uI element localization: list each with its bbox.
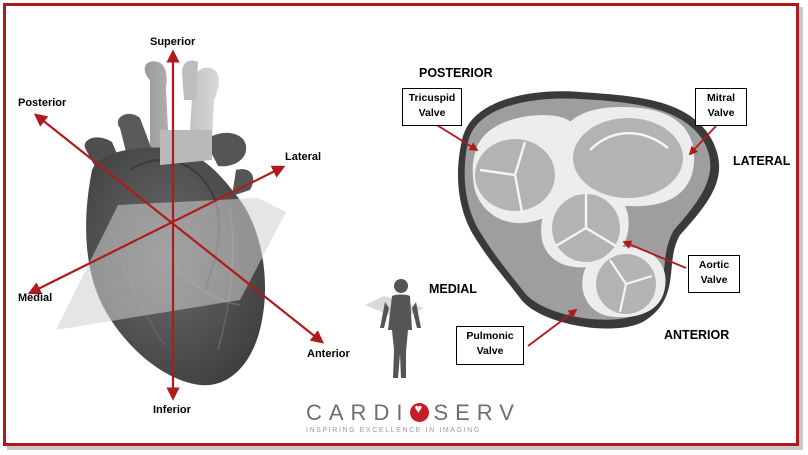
posterior-label: Posterior xyxy=(18,97,67,109)
superior-label: Superior xyxy=(150,36,196,48)
tricuspid-line-1: Tricuspid xyxy=(408,92,456,104)
cardioserv-logo: CARDI SERV xyxy=(306,400,521,426)
heart-logo-icon xyxy=(410,401,430,422)
orientation-axes xyxy=(27,49,325,401)
valve-cross-section xyxy=(458,91,720,329)
anterior-label: Anterior xyxy=(307,348,350,360)
mitral-line-1: Mitral xyxy=(706,92,735,104)
callout-connectors xyxy=(431,121,717,347)
valve-posterior-label: POSTERIOR xyxy=(419,66,493,80)
pulmonic-callout: Pulmonic Valve xyxy=(456,326,524,365)
valve-anterior-label: ANTERIOR xyxy=(664,328,730,342)
brand-name-left: CARDI xyxy=(306,400,410,425)
tricuspid-callout: Tricuspid Valve xyxy=(402,88,462,126)
pulmonic-line-1: Pulmonic xyxy=(466,330,514,342)
inferior-label: Inferior xyxy=(153,404,191,416)
brand-tagline: INSPIRING EXCELLENCE IN IMAGING xyxy=(306,427,481,434)
aortic-callout: Aortic Valve xyxy=(688,255,740,293)
pulmonic-line-2: Valve xyxy=(476,345,504,357)
mitral-callout: Mitral Valve xyxy=(695,88,747,126)
medial-label: Medial xyxy=(18,292,53,304)
valve-lateral-label: LATERAL xyxy=(733,154,791,168)
aortic-line-1: Aortic xyxy=(698,259,730,271)
human-figure-icon xyxy=(365,279,424,378)
aortic-line-2: Valve xyxy=(700,274,728,286)
mitral-line-2: Valve xyxy=(707,107,735,119)
medial-view-label: MEDIAL xyxy=(429,282,477,296)
tricuspid-line-2: Valve xyxy=(418,107,446,119)
lateral-label: Lateral xyxy=(285,151,322,163)
brand-name-right: SERV xyxy=(433,400,521,425)
